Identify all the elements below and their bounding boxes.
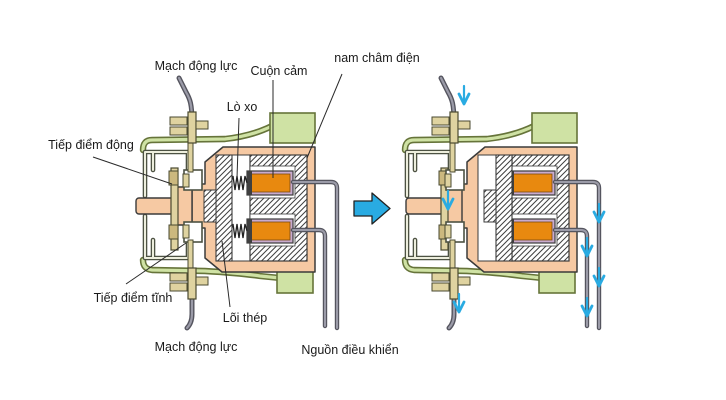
stationary-contact-top bbox=[444, 169, 465, 191]
armature-tab bbox=[483, 189, 497, 223]
green-tube-bottom bbox=[139, 256, 284, 282]
current-flow-arrow-icon bbox=[580, 296, 594, 318]
figure-labels: Mạch động lực Cuộn cảm nam châm điện Lò … bbox=[48, 51, 420, 357]
leader-nam-cham-dien bbox=[306, 73, 343, 159]
power-lead-bottom bbox=[446, 293, 457, 331]
stationary-contact-bottom bbox=[444, 221, 465, 243]
control-wire-top-coil bbox=[290, 179, 340, 331]
control-wire-bottom-coil bbox=[552, 227, 590, 329]
transfer-arrow bbox=[353, 192, 391, 225]
label-loi-thep: Lõi thép bbox=[223, 311, 268, 325]
label-nguon-dieu-khien: Nguồn điều khiển bbox=[301, 343, 398, 357]
coil bbox=[508, 218, 556, 244]
green-block-top bbox=[269, 112, 316, 144]
contact-conductor-top bbox=[449, 139, 456, 173]
control-wire-top-coil bbox=[552, 179, 602, 331]
green-block-top bbox=[531, 112, 578, 144]
current-flow-arrow-icon bbox=[592, 202, 606, 224]
leader-loi-thep bbox=[221, 240, 231, 308]
label-cuon-cam: Cuộn cảm bbox=[251, 64, 308, 78]
left-diagram-deenergized bbox=[135, 75, 340, 331]
control-wire-bottom-coil bbox=[290, 227, 328, 329]
leader-tiep-diem-dong bbox=[92, 156, 173, 185]
leader-lines bbox=[92, 73, 343, 308]
current-flow-arrow-icon bbox=[452, 292, 466, 314]
frame-bracket bbox=[404, 149, 453, 261]
current-flow-arrow-icon bbox=[441, 189, 455, 211]
green-tube-bottom bbox=[401, 256, 546, 282]
moving-contact bbox=[168, 167, 179, 251]
label-mach-dong-luc-bottom: Mạch động lực bbox=[155, 340, 238, 354]
green-block-bottom bbox=[538, 269, 576, 294]
contact-conductor-bottom bbox=[187, 239, 194, 273]
label-mach-dong-luc-top: Mạch động lực bbox=[155, 59, 238, 73]
coil bbox=[246, 218, 294, 244]
terminal-bolt bbox=[169, 111, 209, 144]
label-tiep-diem-tinh: Tiếp điểm tĩnh bbox=[94, 291, 173, 305]
label-tiep-diem-dong: Tiếp điểm động bbox=[48, 138, 134, 152]
armature-plate bbox=[495, 154, 513, 262]
terminal-bolt bbox=[431, 267, 471, 300]
spring bbox=[230, 223, 248, 239]
leader-lo-xo bbox=[236, 117, 240, 179]
coil bbox=[508, 170, 556, 196]
leader-tiep-diem-tinh bbox=[125, 242, 187, 285]
frame-bracket bbox=[142, 149, 191, 261]
contact-conductor-top bbox=[187, 139, 194, 173]
current-flow-arrow-icon bbox=[457, 84, 471, 106]
label-lo-xo: Lò xo bbox=[227, 100, 258, 114]
contact-conductor-bottom bbox=[449, 239, 456, 273]
current-flow-arrow-icon bbox=[580, 236, 594, 258]
stationary-contact-bottom bbox=[182, 221, 203, 243]
power-lead-bottom bbox=[184, 293, 195, 331]
terminal-bolt bbox=[431, 111, 471, 144]
coil bbox=[246, 170, 294, 196]
armature-tab bbox=[203, 189, 217, 223]
terminal-bolt bbox=[169, 267, 209, 300]
green-block-bottom bbox=[276, 269, 314, 294]
armature-plate bbox=[215, 154, 233, 262]
right-diagram-energized bbox=[401, 75, 606, 331]
current-flow-arrow-icon bbox=[592, 266, 606, 288]
stationary-contact-top bbox=[182, 169, 203, 191]
label-nam-cham-dien: nam châm điện bbox=[334, 51, 420, 65]
spring bbox=[230, 175, 248, 191]
